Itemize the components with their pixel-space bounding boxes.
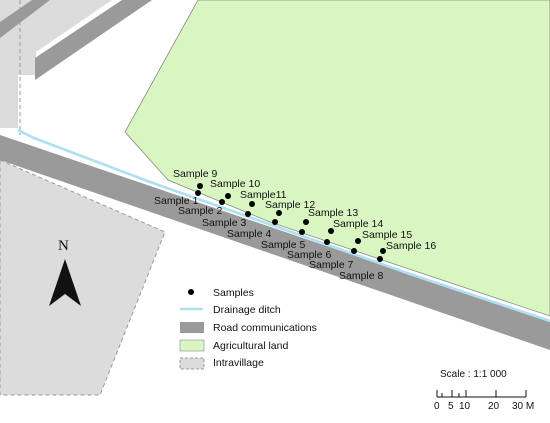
sample-12-label: Sample 12 xyxy=(265,199,315,211)
legend-drainage-label: Drainage ditch xyxy=(213,304,281,316)
legend-road-label: Road communications xyxy=(213,322,317,334)
road-top-left xyxy=(0,0,50,38)
sample-7-label: Sample 7 xyxy=(309,259,354,271)
sample-5-dot xyxy=(299,229,305,235)
sample-8-label: Sample 8 xyxy=(339,270,384,282)
road-top-diagonal xyxy=(35,0,152,80)
scale-title: Scale : 1:1 000 xyxy=(440,369,507,380)
sample-2-label: Sample 2 xyxy=(178,205,223,217)
sample-6-dot xyxy=(324,239,330,245)
scale-label-10: 10 xyxy=(459,401,471,412)
sample-13-dot xyxy=(303,219,309,225)
scale-bar: Scale : 1:1 000 0 5 10 20 30 M xyxy=(434,369,534,412)
legend-sample-icon xyxy=(188,289,194,295)
sample-6-label: Sample 6 xyxy=(287,249,332,261)
sample-14-label: Sample 14 xyxy=(333,218,383,230)
scale-label-0: 0 xyxy=(434,401,440,412)
sample-9-label: Sample 9 xyxy=(173,168,218,180)
sample-3-label: Sample 3 xyxy=(202,217,247,229)
sample-16-dot xyxy=(380,248,386,254)
legend-road-icon xyxy=(180,322,204,333)
sample-8-dot xyxy=(377,256,383,262)
sample-10-dot xyxy=(225,193,231,199)
sample-points xyxy=(195,183,386,262)
sample-1-dot xyxy=(195,190,201,196)
sample-7-dot xyxy=(351,248,357,254)
sample-1-label: Sample 1 xyxy=(154,195,199,207)
scale-label-5: 5 xyxy=(448,401,454,412)
legend-agri-label: Agricultural land xyxy=(213,340,288,352)
sample-5-label: Sample 5 xyxy=(261,239,306,251)
sample-15-label: Sample 15 xyxy=(362,229,412,241)
legend-agri-icon xyxy=(179,339,205,352)
agricultural-land xyxy=(124,0,550,317)
drainage-ditch xyxy=(17,128,550,323)
sample-2-dot xyxy=(219,199,225,205)
scale-label-20: 20 xyxy=(488,401,500,412)
legend-intravillage-icon xyxy=(179,357,205,370)
scale-label-30: 30 M xyxy=(512,401,534,412)
sample-9-dot xyxy=(197,183,203,189)
north-arrow: N xyxy=(49,238,81,306)
main-road xyxy=(0,135,550,350)
legend-samples-label: Samples xyxy=(213,287,254,299)
sample-4-label: Sample 4 xyxy=(227,228,272,240)
sample-10-label: Sample 10 xyxy=(210,178,260,190)
sample-4-dot xyxy=(272,219,278,225)
north-arrow-icon xyxy=(49,259,81,306)
intravillage-area-left xyxy=(0,159,166,396)
legend-intravillage-label: Intravillage xyxy=(213,357,264,369)
north-label: N xyxy=(58,238,69,254)
sample-15-dot xyxy=(355,238,361,244)
sample-13-label: Sample 13 xyxy=(308,207,358,219)
sample-11-label: Sample11 xyxy=(240,189,287,201)
sample-12-dot xyxy=(276,210,282,216)
sample-11-dot xyxy=(249,201,255,207)
sample-14-dot xyxy=(328,228,334,234)
sample-labels: Sample 9 Sample 10 Sample11 Sample 12 Sa… xyxy=(154,168,436,282)
sample-16-label: Sample 16 xyxy=(386,240,436,252)
legend: Samples Drainage ditch Road communicatio… xyxy=(179,287,317,370)
sample-3-dot xyxy=(245,211,251,217)
intravillage-area-top xyxy=(0,0,112,128)
